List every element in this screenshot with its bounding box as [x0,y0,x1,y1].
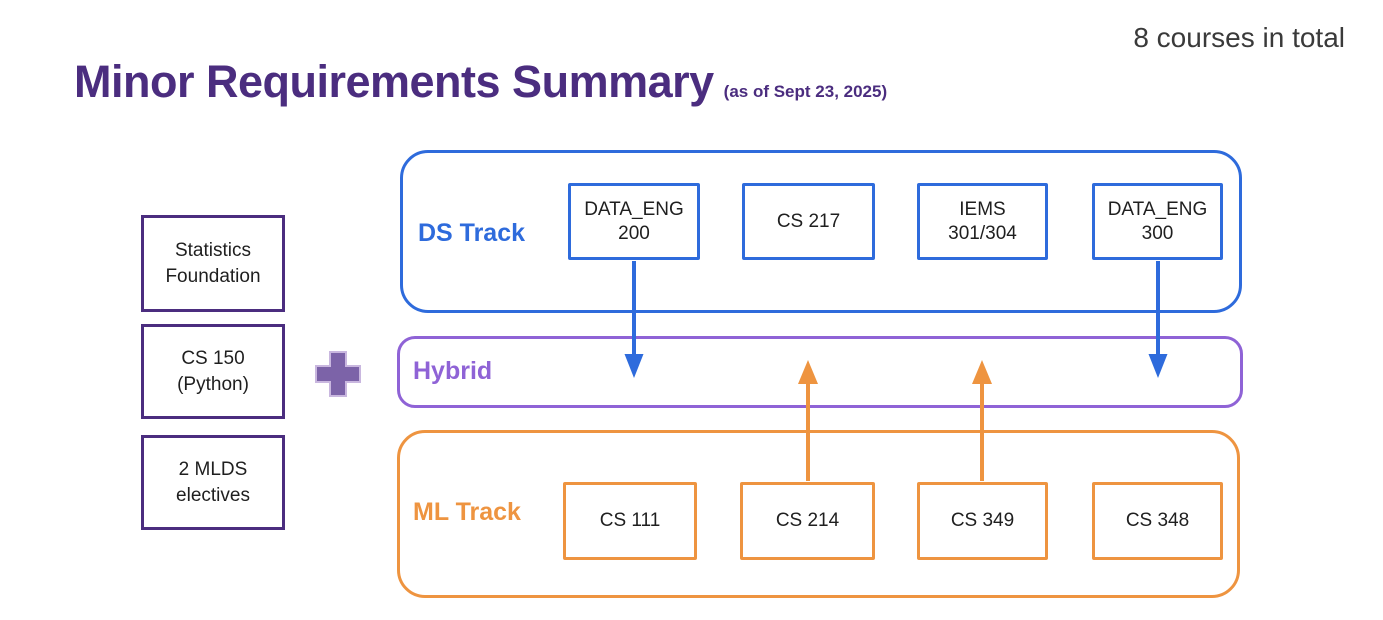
course-box-data-eng-300: DATA_ENG 300 [1092,183,1223,260]
page-title-date: (as of Sept 23, 2025) [723,82,888,101]
page-title: Minor Requirements Summary (as of Sept 23… [74,56,887,108]
course-box-cs-111: CS 111 [563,482,697,560]
ml-track-container: ML Track CS 111 CS 214 CS 349 CS 348 [397,430,1240,598]
hybrid-container: Hybrid [397,336,1243,408]
foundation-box-cs150: CS 150 (Python) [141,324,285,419]
ml-track-label: ML Track [413,498,521,526]
ds-track-container: DS Track DATA_ENG 200 CS 217 IEMS 301/30… [400,150,1242,313]
ds-track-label: DS Track [418,219,526,247]
foundation-box-electives: 2 MLDS electives [141,435,285,530]
course-box-cs-217: CS 217 [742,183,875,260]
foundation-box-statistics: Statistics Foundation [141,215,285,312]
course-box-data-eng-200: DATA_ENG 200 [568,183,700,260]
course-box-cs-349: CS 349 [917,482,1048,560]
course-box-cs-214: CS 214 [740,482,875,560]
total-courses-note: 8 courses in total [1133,22,1345,53]
course-box-iems-301-304: IEMS 301/304 [917,183,1048,260]
hybrid-label: Hybrid [413,357,493,385]
course-box-cs-348: CS 348 [1092,482,1223,560]
plus-icon [314,350,362,398]
page-title-text: Minor Requirements Summary [74,56,714,107]
